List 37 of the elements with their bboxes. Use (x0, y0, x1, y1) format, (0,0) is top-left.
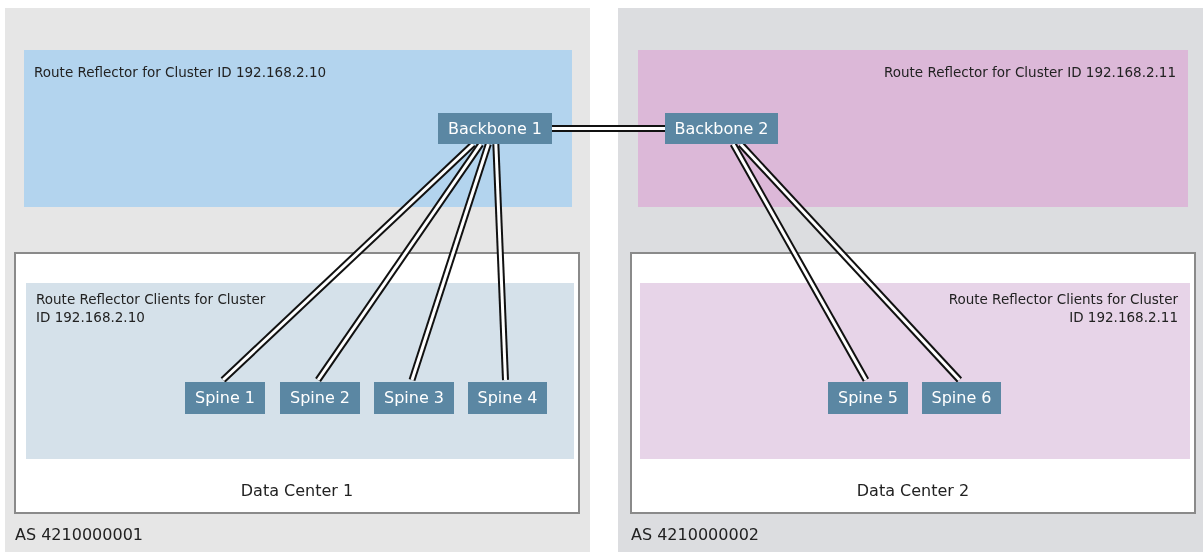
data-center-label: Data Center 2 (855, 482, 971, 500)
router-box (468, 382, 547, 414)
double-line-connector (730, 142, 870, 382)
device-label: Spine 3 (384, 389, 444, 407)
cluster-label: Route Reflector for Cluster ID 192.168.2.11 (883, 63, 1176, 81)
cluster-region (26, 283, 574, 459)
device-label: Spine 2 (290, 389, 350, 407)
cluster-region (24, 50, 572, 207)
router-box (828, 382, 908, 414)
cluster-label: Route Reflector Clients for Cluster ID 192.168.2.10 (36, 290, 267, 326)
router-box (665, 113, 778, 144)
data-center-box (630, 252, 1196, 514)
double-line-connector (492, 143, 509, 381)
router-box (280, 382, 360, 414)
as-label: AS 4210000002 (631, 526, 759, 544)
double-line-connector (315, 142, 484, 382)
router-box (374, 382, 454, 414)
device-label: Spine 5 (838, 389, 898, 407)
cluster-region (638, 50, 1188, 207)
router-box (922, 382, 1001, 414)
device-label: Spine 1 (195, 389, 255, 407)
device-label: Backbone 2 (674, 119, 769, 138)
data-center-box (14, 252, 580, 514)
double-line-connector (408, 142, 492, 382)
data-center-label: Data Center 1 (239, 482, 355, 500)
as-label: AS 4210000001 (15, 526, 143, 544)
as-region-panel (618, 8, 1203, 552)
double-line-connector (552, 125, 665, 132)
device-label: Spine 4 (477, 389, 538, 407)
cluster-region (640, 283, 1190, 459)
router-box (438, 113, 552, 144)
device-label: Spine 6 (931, 389, 992, 407)
cluster-label: Route Reflector Clients for Cluster ID 192.168.2.11 (947, 290, 1178, 326)
cluster-label: Route Reflector for Cluster ID 192.168.2.10 (34, 63, 327, 81)
device-label: Backbone 1 (447, 119, 542, 138)
router-box (185, 382, 265, 414)
as-region-panel (5, 8, 590, 552)
